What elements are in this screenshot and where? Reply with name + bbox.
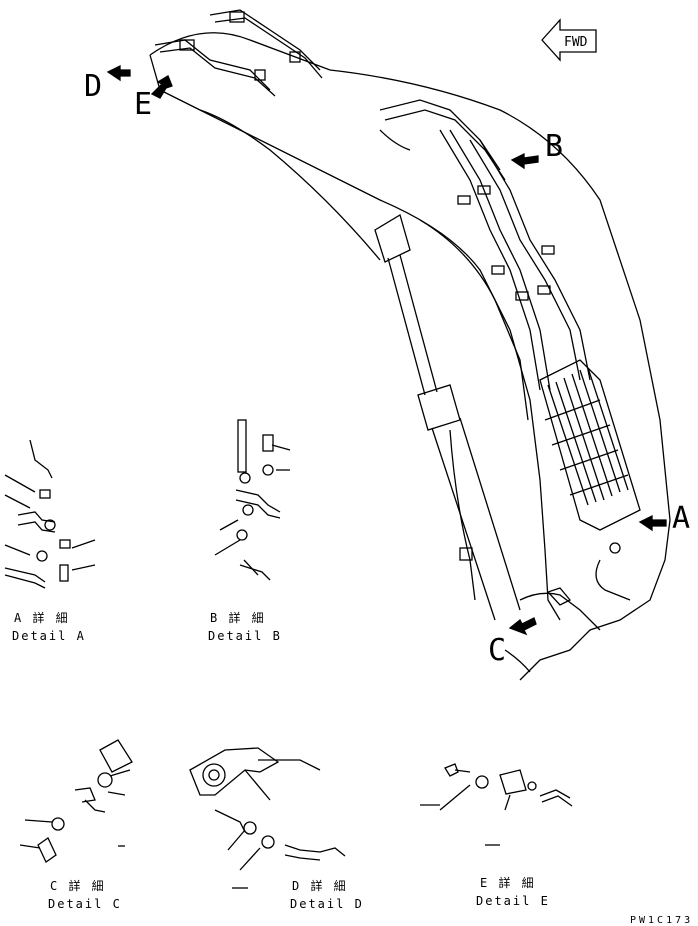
detail-e-caption-jp: E 詳 細 bbox=[480, 876, 536, 890]
callout-c: C bbox=[488, 633, 507, 668]
boom-outline bbox=[149, 32, 671, 681]
top-hoses bbox=[154, 9, 323, 97]
mid-hoses bbox=[379, 99, 591, 391]
detail-c-caption-jp: C 詳 細 bbox=[50, 879, 106, 893]
pipe-bundle bbox=[539, 359, 641, 531]
arrow-a bbox=[638, 514, 667, 532]
detail-e-drawing bbox=[420, 763, 573, 846]
detail-b-caption-jp: B 詳 細 bbox=[210, 611, 266, 625]
detail-a-caption-en: Detail A bbox=[12, 629, 86, 643]
detail-a-drawing bbox=[4, 439, 96, 589]
detail-d-drawing bbox=[189, 747, 346, 889]
detail-e-caption-en: Detail E bbox=[476, 894, 550, 908]
arrow-b bbox=[510, 152, 539, 170]
detail-d-caption-en: Detail D bbox=[290, 897, 364, 911]
callout-a: A bbox=[672, 501, 691, 536]
arrow-e bbox=[150, 75, 173, 99]
detail-a-caption-jp: A 詳 細 bbox=[14, 611, 70, 625]
detail-c-caption-en: Detail C bbox=[48, 897, 122, 911]
boom-foot bbox=[504, 542, 631, 673]
callout-e: E bbox=[134, 87, 153, 122]
arrow-d bbox=[106, 64, 131, 82]
detail-c-drawing bbox=[19, 739, 133, 863]
boom-cylinder bbox=[374, 214, 521, 621]
callout-d: D bbox=[84, 69, 103, 104]
drawing-number: PW1C173 bbox=[630, 915, 694, 926]
callout-arrows bbox=[106, 64, 667, 636]
detail-b-drawing bbox=[214, 419, 291, 581]
fwd-arrow-icon: FWD bbox=[541, 18, 597, 62]
detail-d-caption-jp: D 詳 細 bbox=[292, 879, 348, 893]
fwd-label: FWD bbox=[564, 35, 588, 50]
callout-b: B bbox=[545, 129, 564, 164]
arrow-c bbox=[508, 617, 537, 636]
detail-b-caption-en: Detail B bbox=[208, 629, 282, 643]
